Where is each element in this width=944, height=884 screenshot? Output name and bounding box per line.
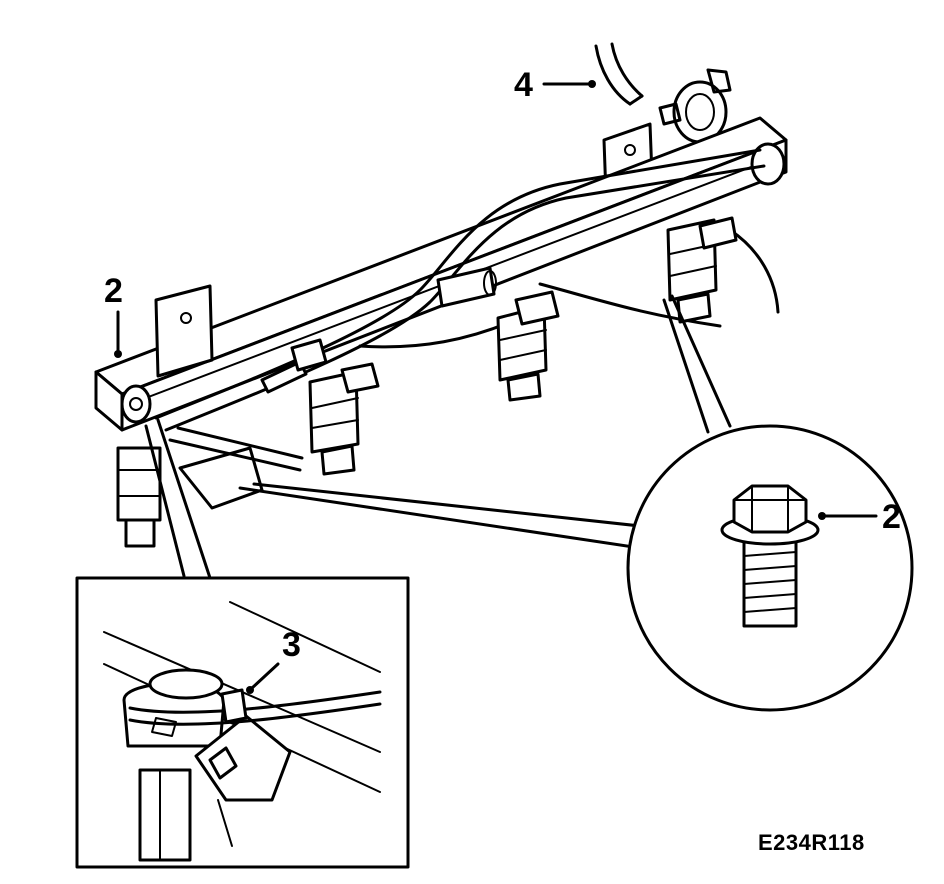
vacuum-hose [594, 42, 644, 106]
fuel-injector-2 [308, 362, 380, 476]
left-bracket [154, 284, 264, 510]
fuel-injector-4 [666, 216, 738, 324]
figure-id: E234R118 [758, 830, 865, 855]
hose-callout-label: 4 [514, 66, 533, 104]
callout-4-hose: 4 [514, 66, 596, 104]
fuel-line [154, 148, 766, 432]
bolt-callout-label: 2 [882, 498, 901, 536]
callout-2-rail: 2 [104, 272, 123, 358]
fuel-injector-3 [496, 290, 560, 402]
rail-fittings [260, 266, 497, 394]
callout-2-bolt: 2 [882, 498, 901, 536]
cable-tie-detail [75, 576, 410, 869]
leader-lines [144, 294, 732, 586]
pressure-regulator-icon [658, 68, 732, 144]
callout-3-tie: 3 [246, 626, 301, 694]
wiring-harness [168, 228, 780, 472]
flange-bolt-icon [720, 484, 820, 628]
bolt-detail [626, 424, 914, 712]
tie-callout-label: 3 [282, 626, 301, 664]
fuel-injector-1 [116, 446, 162, 548]
rail-callout-label: 2 [104, 272, 123, 310]
